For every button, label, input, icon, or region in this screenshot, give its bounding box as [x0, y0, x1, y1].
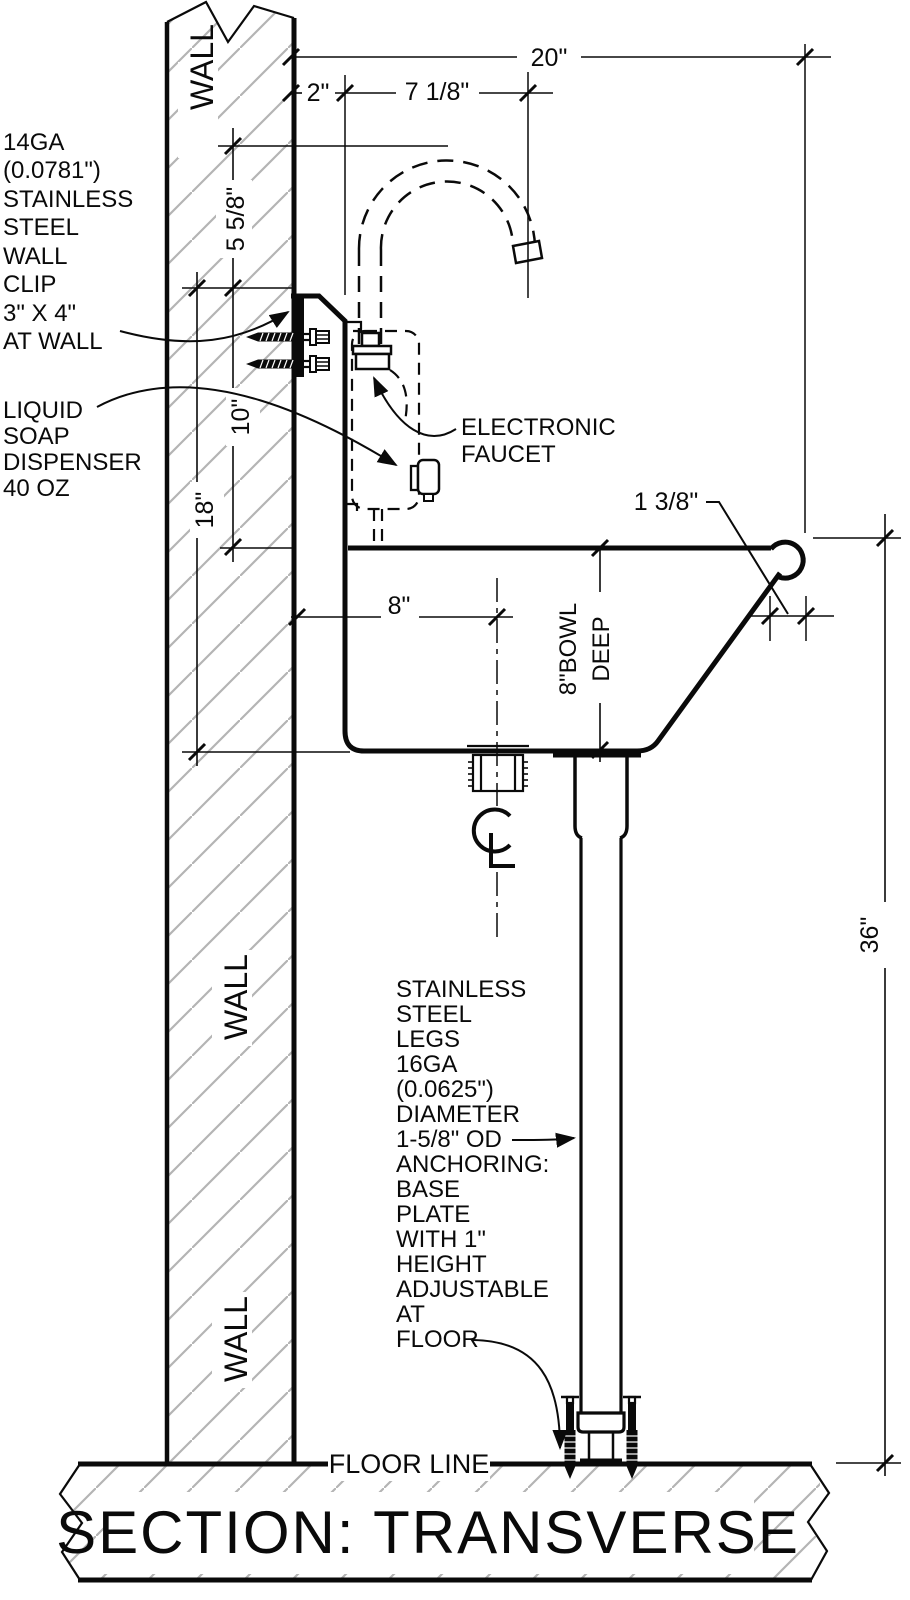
floor-anchor-leader: [472, 1339, 568, 1450]
wall-break-line: [166, 0, 295, 45]
legs-note-line8: ANCHORING:: [396, 1151, 549, 1178]
text-layer: WALL WALL WALL 14GA (0.0781") STAINLESS …: [3, 24, 800, 1566]
wall-label-bottom: WALL: [218, 1296, 254, 1382]
dim-text-rim-height: 36": [856, 917, 884, 954]
soap-note-line1: LIQUID: [3, 397, 83, 424]
soap-dispenser-note: LIQUID SOAP DISPENSER 40 OZ: [3, 397, 142, 502]
clip-note-line2: (0.0781"): [3, 157, 101, 184]
soap-dispenser: [409, 458, 441, 502]
rim-roll-curl: [769, 539, 806, 581]
legs-note-line5: (0.0625"): [396, 1076, 494, 1103]
legs-note-line4: 16GA: [396, 1051, 457, 1078]
floor-break-line-right: [806, 1463, 831, 1581]
centerline-symbol: [471, 807, 515, 868]
faucet-base: [351, 331, 393, 371]
dimensions: 20" 2" 7 1/8" 5 5/8" 10" 18": [182, 44, 901, 1476]
legs-note-line15: FLOOR: [396, 1326, 479, 1353]
legs-note-line14: AT: [396, 1301, 425, 1328]
drain-fitting: [467, 744, 529, 793]
dim-text-bowl-depth-1: 8"BOWL: [555, 603, 582, 696]
dim-backsplash-to-bottom: 18": [187, 272, 224, 766]
dispenser-nozzle: [423, 493, 434, 502]
sink-assembly: [246, 293, 806, 793]
centerline: [471, 578, 515, 940]
dispenser-body: [416, 458, 441, 496]
clip-note-line5: WALL: [3, 243, 67, 270]
faucet-housing-outline: [350, 329, 421, 511]
wall-screw-upper: [246, 328, 330, 346]
clip-note-line3: STAINLESS: [3, 186, 133, 213]
leg-socket-left: [573, 757, 583, 840]
soap-note-line3: DISPENSER: [3, 449, 142, 476]
dim-text-backsplash-to-bottom: 18": [191, 492, 219, 529]
leg-leader: [511, 1132, 576, 1148]
dim-rim-roll: 1 3/8": [634, 488, 834, 626]
soap-note-line4: 40 OZ: [3, 475, 70, 502]
floor-break-line-left: [58, 1463, 84, 1581]
leader-lines: [96, 310, 576, 1450]
clip-note-line6: CLIP: [3, 271, 56, 298]
legs-note-line13: ADJUSTABLE: [396, 1276, 549, 1303]
legs-note-line1: STAINLESS: [396, 976, 526, 1003]
floor-break-mask-right: [808, 1464, 854, 1580]
floor-anchor-screw-right: [623, 1395, 641, 1479]
legs-note-line6: DIAMETER: [396, 1101, 520, 1128]
leg-assembly: [561, 757, 641, 1479]
dim-backsplash-offset: 2" 7 1/8": [281, 78, 553, 107]
foot-collar: [576, 1411, 626, 1434]
wall-break-mask: [167, 0, 294, 42]
legs-note-line3: LEGS: [396, 1026, 460, 1053]
dim-text-spout-height: 5 5/8": [222, 187, 250, 251]
dim-wall-to-drain: 8": [287, 592, 513, 627]
clip-note-line7: 3" X 4": [3, 300, 76, 327]
clip-note-line1: 14GA: [3, 129, 64, 156]
wall-label-middle: WALL: [218, 954, 254, 1040]
clip-leader: [119, 310, 290, 343]
dim-bowl-depth: 8"BOWL DEEP: [555, 538, 615, 762]
floor-break-mask-left: [38, 1464, 82, 1580]
sensor-cable-arc: [389, 369, 408, 422]
deck-step-top: [347, 320, 363, 333]
faucet-note-line2: FAUCET: [461, 441, 556, 468]
clip-note-line8: AT WALL: [3, 328, 103, 355]
dim-text-backsplash-offset: 2": [307, 79, 330, 107]
legs-note-line2: STEEL: [396, 1001, 472, 1028]
dim-text-bowl-depth-2: DEEP: [588, 616, 615, 681]
legs-note-line10: PLATE: [396, 1201, 470, 1228]
dim-text-wall-to-drain: 8": [388, 592, 411, 620]
legs-note-line11: WITH 1": [396, 1226, 486, 1253]
dim-overall-width: 20": [281, 44, 831, 72]
wall-screw-lower: [246, 355, 330, 373]
dim-text-backsplash-to-rim: 10": [227, 399, 255, 436]
deck-step-bottom: [347, 502, 359, 511]
wall-clip-note: 14GA (0.0781") STAINLESS STEEL WALL CLIP…: [3, 129, 133, 355]
leg-socket-right: [619, 757, 629, 840]
legs-note-line7: 1-5/8" OD: [396, 1126, 502, 1153]
dim-text-spout-reach: 7 1/8": [405, 78, 469, 106]
legs-note-line12: HEIGHT: [396, 1251, 487, 1278]
legs-note-line9: BASE: [396, 1176, 460, 1203]
clip-note-line4: STEEL: [3, 214, 79, 241]
electronic-faucet-note: ELECTRONIC FAUCET: [461, 414, 616, 468]
dim-text-overall-width: 20": [531, 44, 568, 72]
legs-note: STAINLESS STEEL LEGS 16GA (0.0625") DIAM…: [396, 976, 549, 1353]
faucet-assembly: [350, 159, 544, 545]
section-title: SECTION: TRANSVERSE: [56, 1499, 800, 1566]
faucet-leader: [373, 376, 457, 437]
dim-spout-height: 5 5/8" 10": [216, 128, 260, 562]
sink-body-outline: [291, 293, 783, 754]
wall-label-top: WALL: [184, 24, 220, 110]
soap-note-line2: SOAP: [3, 423, 70, 450]
floor-anchor-screw-left: [561, 1395, 579, 1479]
text-halos: [104, 62, 754, 1574]
gooseneck-inner-arc: [379, 180, 515, 251]
soap-leader: [96, 386, 398, 467]
floor-line-label: FLOOR LINE: [329, 1449, 490, 1479]
dim-rim-height: 36": [856, 514, 895, 1476]
faucet-note-line1: ELECTRONIC: [461, 414, 616, 441]
dim-text-rim-roll: 1 3/8": [634, 488, 698, 516]
gooseneck-outer-arc: [357, 159, 537, 251]
